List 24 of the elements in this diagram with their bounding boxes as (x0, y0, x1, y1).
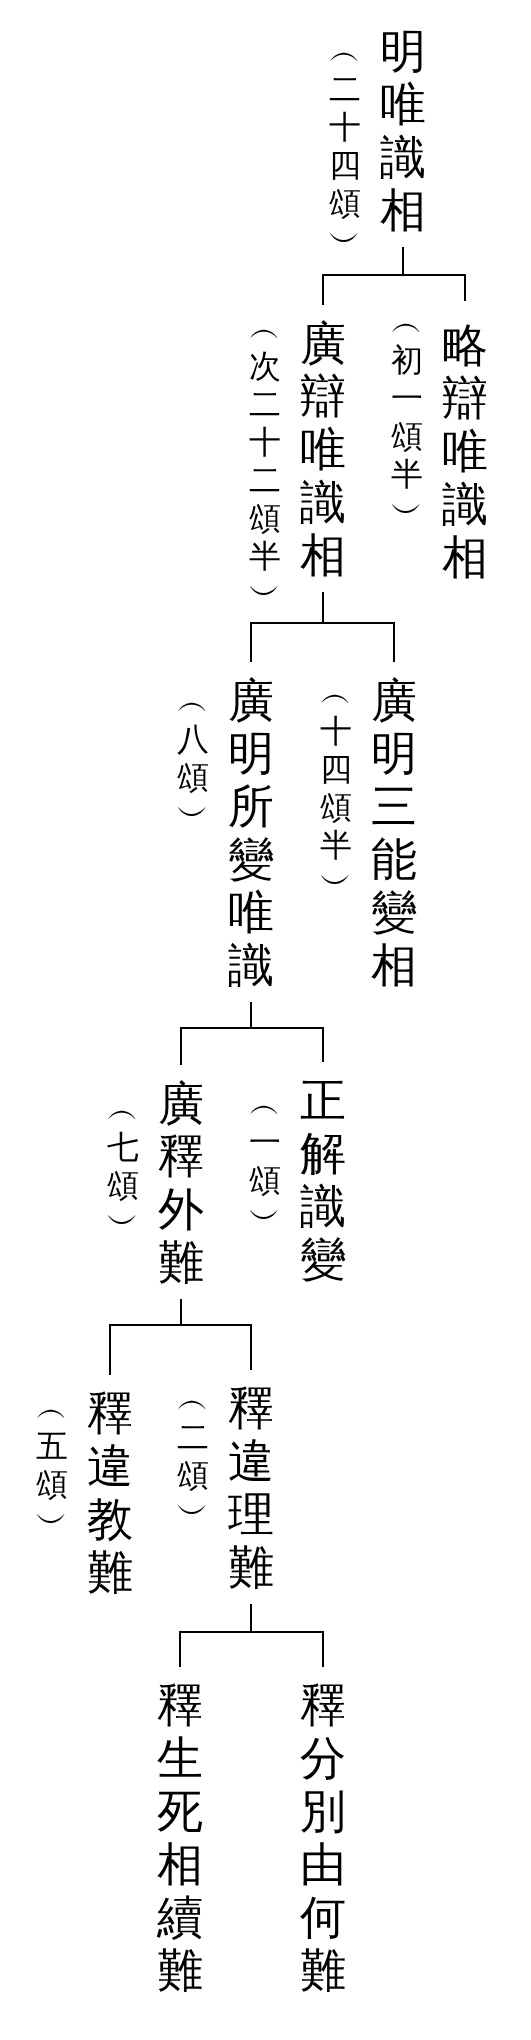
verse-count-note: ︵初一頌半︶ (391, 303, 423, 531)
tree-connector (250, 591, 324, 663)
verse-count-note: ︵次二十二頌半︶ (249, 309, 281, 613)
tree-connector (322, 246, 404, 306)
topic-label: 釋違理難 (228, 1382, 274, 1594)
verse-count-note: ︵一頌︶ (249, 1085, 281, 1237)
topic-label: 正解識變 (300, 1074, 346, 1286)
topic-label: 釋生死相續難 (157, 1679, 203, 1997)
verse-count-note: ︵七頌︶ (107, 1090, 139, 1242)
topic-label: 廣釋外難 (158, 1077, 204, 1289)
verse-count-note: ︵八頌︶ (177, 682, 209, 834)
tree-connector (180, 1001, 252, 1066)
verse-count-note: ︵二頌︶ (177, 1380, 209, 1532)
topic-label: 廣明所變唯識 (228, 674, 274, 992)
topic-label: 略辯唯識相 (442, 319, 488, 584)
verse-count-note: ︵二十四頌︶ (329, 32, 361, 260)
tree-connector (179, 1603, 252, 1668)
verse-count-note: ︵五頌︶ (36, 1389, 68, 1541)
topic-label: 明唯識相 (380, 25, 426, 237)
topic-label: 釋違教難 (87, 1387, 133, 1599)
verse-count-note: ︵十四頌半︶ (320, 674, 352, 902)
topic-label: 釋分別由何難 (300, 1679, 346, 1997)
topic-label: 廣辯唯識相 (300, 317, 346, 582)
topic-label: 廣明三能變相 (371, 674, 417, 992)
